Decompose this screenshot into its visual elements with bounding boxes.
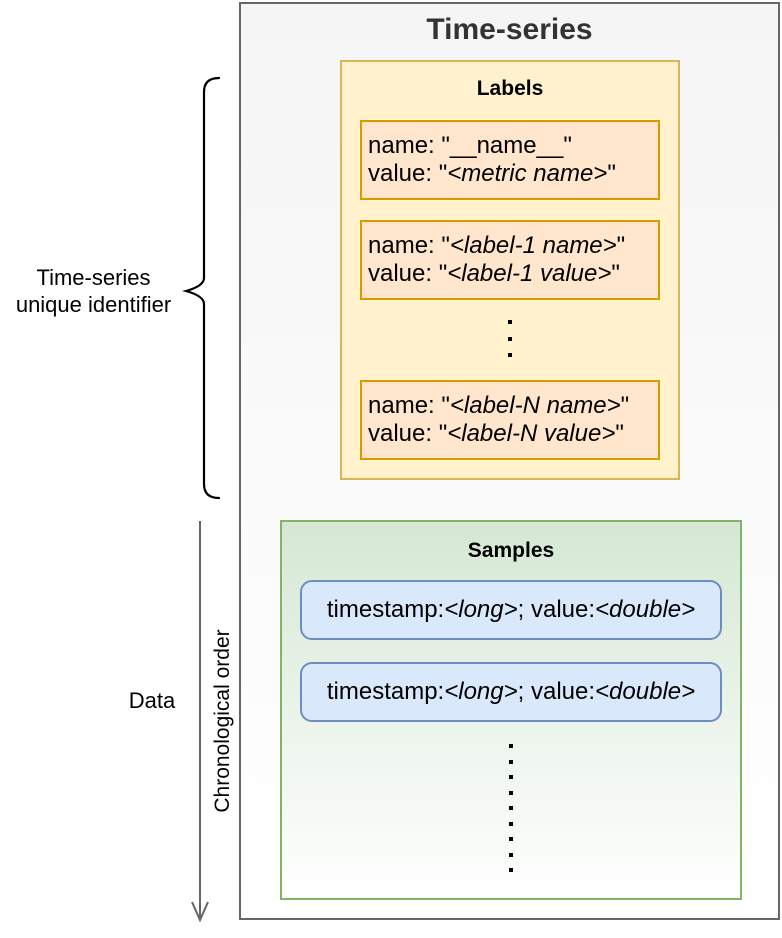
sample-row: timestamp: <long>; value: <double> xyxy=(300,662,722,722)
label-item-label-n: name: "<label-N name>" value: "<label-N … xyxy=(360,380,660,460)
ellipsis-dot xyxy=(509,837,513,841)
identifier-label-line1: Time-series xyxy=(36,265,151,290)
label-item-label-1: name: "<label-1 name>" value: "<label-1 … xyxy=(360,220,660,300)
labels-vertical-ellipsis xyxy=(342,320,678,357)
sample-row: timestamp: <long>; value: <double> xyxy=(300,580,722,640)
ellipsis-dot xyxy=(508,353,512,357)
labels-group: Labels name: "__name__" value: "<metric … xyxy=(340,60,680,480)
ellipsis-dot xyxy=(509,821,513,826)
ellipsis-dot xyxy=(508,320,512,324)
ellipsis-dot xyxy=(509,852,513,857)
ellipsis-dot xyxy=(509,759,513,764)
label-item-metric-name: name: "__name__" value: "<metric name>" xyxy=(360,120,660,200)
label-item-name-line: name: "<label-1 name>" xyxy=(368,232,626,259)
timeseries-title: Time-series xyxy=(426,13,593,46)
samples-title: Samples xyxy=(467,539,555,562)
timeseries-container: Time-series Labels name: "__name__" valu… xyxy=(239,2,780,920)
ellipsis-dot xyxy=(509,790,513,795)
ellipsis-dot xyxy=(509,806,513,810)
ellipsis-dot xyxy=(509,868,513,872)
ellipsis-dot xyxy=(508,336,512,341)
label-item-name-line: name: "<label-N name>" xyxy=(368,392,630,419)
chronological-order-label: Chronological order xyxy=(211,629,234,813)
labels-title: Labels xyxy=(476,77,544,100)
label-item-name-line: name: "__name__" xyxy=(368,132,572,159)
samples-group: Samples timestamp: <long>; value: <doubl… xyxy=(280,520,742,900)
label-item-value-line: value: "<label-N value>" xyxy=(368,420,624,447)
ellipsis-dot xyxy=(509,775,513,779)
samples-vertical-ellipsis xyxy=(282,744,740,872)
identifier-label: Time-series unique identifier xyxy=(0,264,187,318)
label-item-value-line: value: "<metric name>" xyxy=(368,160,616,187)
data-label: Data xyxy=(128,688,176,713)
label-item-value-line: value: "<label-1 value>" xyxy=(368,260,620,287)
down-arrow-icon xyxy=(191,521,209,923)
identifier-label-line2: unique identifier xyxy=(15,292,172,317)
curly-brace-icon xyxy=(181,76,221,500)
ellipsis-dot xyxy=(509,744,513,748)
